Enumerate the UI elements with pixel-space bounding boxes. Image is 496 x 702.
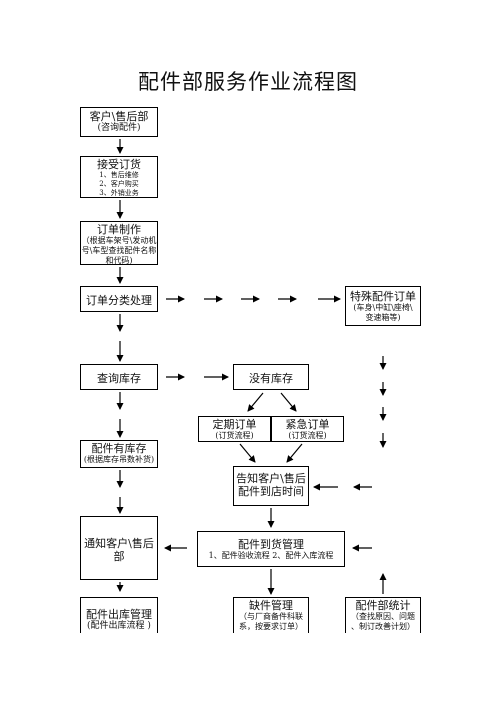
urgent-order-sub: (订货流程)	[288, 431, 327, 440]
arrow-urgent-notifytime	[286, 443, 303, 463]
shortage-line-1: （与厂商备件科联	[239, 612, 303, 621]
in-stock-sub: (根据库存吊数补货)	[83, 455, 155, 464]
accept-order-line-2: 2、客户购买	[99, 180, 139, 188]
order-make-box: 订单制作 （根据车架号\发动机 号\车型查找配件名称 和代码)	[80, 221, 158, 265]
notify-customer-line-1: 通知客户\售后	[84, 537, 154, 550]
special-order-box: 特殊配件订单 (车身\中缸\座椅\ 变速箱等)	[345, 286, 421, 326]
urgent-order-label: 紧急订单	[285, 418, 330, 431]
outbound-label: 配件出库管理	[86, 608, 152, 621]
order-make-line-1: （根据车架号\发动机	[81, 236, 157, 245]
shortage-label: 缺件管理	[249, 599, 293, 612]
customer-inquiry-box: 客户\售后部 (咨询配件)	[80, 107, 158, 137]
arrow-nostock-urgent	[280, 392, 297, 412]
special-order-line-2: 变速箱等)	[365, 313, 401, 322]
no-stock-label: 没有库存	[249, 372, 293, 385]
accept-order-box: 接受订货 1、售后维修 2、客户购买 3、外销业务	[80, 156, 158, 198]
stats-line-1: （查找原因、问题	[351, 612, 415, 621]
urgent-order-box: 紧急订单 (订货流程)	[271, 416, 344, 442]
classify-box: 订单分类处理	[80, 286, 158, 312]
arrival-box: 配件到货管理 1、配件验收流程 2、配件入库流程	[197, 531, 345, 567]
in-stock-label: 配件有库存	[91, 442, 147, 455]
in-stock-box: 配件有库存 (根据库存吊数补货)	[80, 440, 158, 468]
regular-order-label: 定期订单	[212, 418, 257, 431]
no-stock-box: 没有库存	[233, 364, 309, 390]
special-order-label: 特殊配件订单	[350, 290, 416, 303]
stats-label: 配件部统计	[355, 599, 411, 612]
notify-time-box: 告知客户\售后 配件到店时间	[233, 466, 309, 506]
order-make-line-2: 号\车型查找配件名称	[81, 246, 157, 255]
arrow-nostock-regular	[247, 392, 264, 412]
accept-order-label: 接受订货	[97, 158, 141, 171]
shortage-line-2: 系，按要求订单）	[239, 622, 303, 631]
notify-customer-line-2: 部	[113, 550, 125, 563]
classify-label: 订单分类处理	[86, 294, 152, 307]
order-make-line-3: 和代码)	[105, 256, 133, 265]
special-order-line-1: (车身\中缸\座椅\	[353, 303, 413, 312]
accept-order-line-3: 3、外销业务	[99, 189, 139, 197]
notify-time-line-2: 配件到店时间	[238, 485, 304, 498]
outbound-sub: (配件出库流程 )	[87, 621, 151, 631]
stats-line-2: 、制订改善计划）	[351, 622, 415, 631]
arrival-label: 配件到货管理	[238, 538, 304, 551]
arrival-sub: 1、配件验收流程 2、配件入库流程	[208, 551, 334, 560]
page-bottom-margin	[0, 633, 496, 702]
notify-customer-box: 通知客户\售后 部	[80, 516, 158, 580]
order-make-label: 订单制作	[97, 223, 141, 236]
page-title: 配件部服务作业流程图	[138, 70, 358, 94]
regular-order-box: 定期订单 (订货流程)	[198, 416, 271, 442]
query-stock-label: 查询库存	[97, 372, 141, 385]
accept-order-line-1: 1、售后维修	[99, 171, 139, 179]
query-stock-box: 查询库存	[80, 364, 158, 390]
notify-time-line-1: 告知客户\售后	[236, 472, 306, 485]
customer-inquiry-label: 客户\售后部	[89, 110, 149, 123]
arrow-regular-notifytime	[239, 443, 256, 463]
customer-inquiry-sub: (咨询配件)	[97, 123, 141, 133]
regular-order-sub: (订货流程)	[215, 431, 254, 440]
